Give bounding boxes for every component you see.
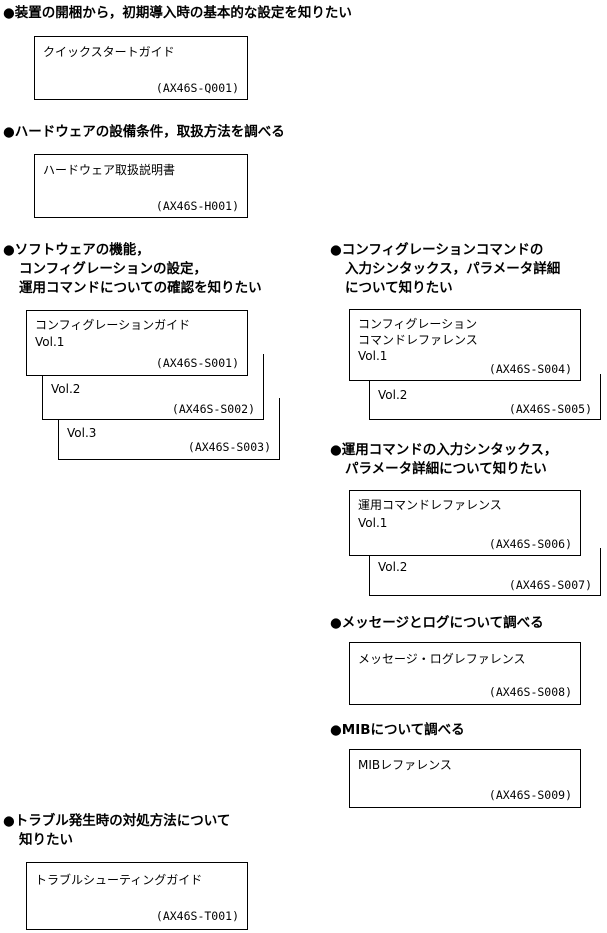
manual-box-op-ref-vol2: Vol.2 (AX46S-S007)	[369, 548, 601, 596]
manual-code: (AX46S-Q001)	[155, 81, 239, 95]
heading-config-command: ●コンフィグレーションコマンドの	[330, 242, 544, 258]
volume-label: Vol.2	[378, 560, 408, 574]
heading-config-command-line2: 入力シンタックス，パラメータ詳細	[345, 261, 561, 277]
manual-title-line2: コマンドレファレンス	[358, 333, 478, 347]
heading-hardware: ●ハードウェアの設備条件，取扱方法を調べる	[3, 124, 285, 140]
manual-box-quick-start: クイックスタートガイド (AX46S-Q001)	[34, 36, 248, 100]
manual-code: (AX46S-S003)	[187, 440, 271, 454]
manual-code: (AX46S-S007)	[508, 578, 592, 592]
manual-title: コンフィグレーション	[358, 317, 478, 331]
manual-box-troubleshooting: トラブルシューティングガイド (AX46S-T001)	[26, 862, 248, 930]
manual-title: トラブルシューティングガイド	[35, 873, 203, 887]
manual-code: (AX46S-S009)	[488, 788, 572, 802]
volume-label: Vol.1	[358, 349, 388, 363]
manual-box-hardware: ハードウェア取扱説明書 (AX46S-H001)	[34, 154, 248, 218]
manual-code: (AX46S-S001)	[155, 356, 239, 370]
manual-code: (AX46S-H001)	[155, 199, 239, 213]
manual-code: (AX46S-T001)	[155, 909, 239, 923]
manual-code: (AX46S-S005)	[508, 402, 592, 416]
manual-title: クイックスタートガイド	[43, 45, 175, 59]
manual-box-config-ref-vol1: コンフィグレーション コマンドレファレンス Vol.1 (AX46S-S004)	[349, 309, 581, 381]
manual-box-op-ref-vol1: 運用コマンドレファレンス Vol.1 (AX46S-S006)	[349, 490, 581, 556]
manual-code: (AX46S-S004)	[488, 362, 572, 376]
manual-box-mib: MIBレファレンス (AX46S-S009)	[349, 749, 581, 808]
heading-message-log: ●メッセージとログについて調べる	[330, 615, 544, 631]
volume-label: Vol.1	[358, 516, 388, 530]
heading-mib: ●MIBについて調べる	[330, 722, 465, 738]
volume-label: Vol.2	[378, 388, 408, 402]
manual-title: コンフィグレーションガイド	[35, 318, 191, 332]
heading-config-command-line3: について知りたい	[345, 280, 453, 296]
heading-troubleshooting-line2: 知りたい	[19, 832, 73, 848]
manual-code: (AX46S-S006)	[488, 537, 572, 551]
heading-operation-command-line2: パラメータ詳細について知りたい	[345, 461, 547, 477]
manual-title: メッセージ・ログレファレンス	[358, 652, 526, 666]
manual-title: MIBレファレンス	[358, 758, 452, 772]
heading-software-line3: 運用コマンドについての確認を知りたい	[19, 280, 262, 296]
manual-title: 運用コマンドレファレンス	[358, 498, 502, 512]
manual-box-message-log: メッセージ・ログレファレンス (AX46S-S008)	[349, 642, 581, 705]
volume-label: Vol.2	[51, 382, 81, 396]
manual-code: (AX46S-S002)	[171, 402, 255, 416]
heading-software: ●ソフトウェアの機能，	[3, 242, 150, 258]
manual-code: (AX46S-S008)	[488, 685, 572, 699]
manual-box-config-ref-vol2: Vol.2 (AX46S-S005)	[369, 374, 601, 420]
volume-label: Vol.1	[35, 335, 65, 349]
heading-quick-start: ●装置の開梱から，初期導入時の基本的な設定を知りたい	[3, 5, 352, 21]
heading-troubleshooting: ●トラブル発生時の対処方法について	[3, 813, 231, 829]
volume-label: Vol.3	[67, 426, 97, 440]
heading-operation-command: ●運用コマンドの入力シンタックス，	[330, 442, 558, 458]
manual-box-config-guide-vol1: コンフィグレーションガイド Vol.1 (AX46S-S001)	[26, 310, 248, 376]
manual-title: ハードウェア取扱説明書	[43, 163, 176, 177]
heading-software-line2: コンフィグレーションの設定，	[19, 261, 208, 277]
